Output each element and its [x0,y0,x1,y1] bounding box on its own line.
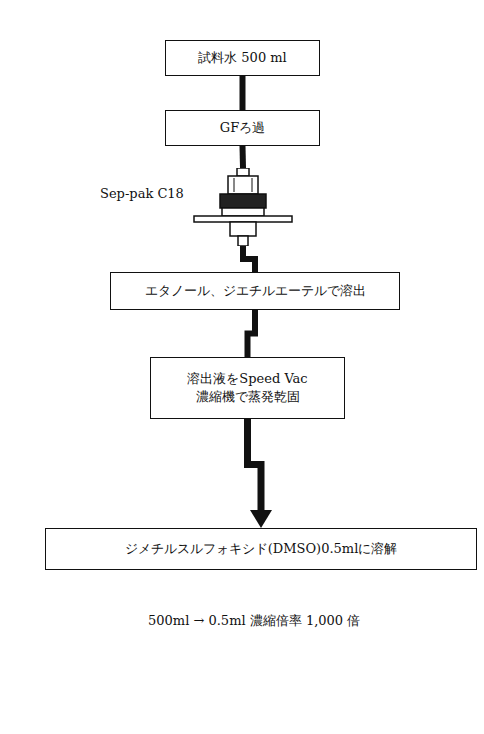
cartridge-label: Sep-pak C18 [100,186,184,201]
step-text: ジメチルスルフォキシド(DMSO)0.5mlに溶解 [125,540,398,558]
step-text: 溶出液をSpeed Vac 濃縮機で蒸発乾固 [183,370,313,405]
process-box: GFろ過 [165,110,320,146]
step-text: エタノール、ジエチルエーテルで溶出 [145,282,366,300]
process-box: エタノール、ジエチルエーテルで溶出 [110,272,400,310]
step-text: 試料水 500 ml [198,49,287,67]
flow-line [242,146,244,168]
process-box: ジメチルスルフォキシド(DMSO)0.5mlに溶解 [45,528,477,570]
flow-line [243,246,255,272]
process-box: 試料水 500 ml [165,40,320,76]
step-text: GFろ過 [220,119,265,137]
cartridge-anchor [188,168,298,246]
note-text: 500ml → 0.5ml 濃縮倍率 1,000 倍 [148,612,360,630]
flow-line [242,76,243,110]
cartridge-node: Sep-pak C18 [100,168,310,246]
flow-arrow [248,419,273,528]
sep-pak-cartridge [188,168,298,246]
process-box: 溶出液をSpeed Vac 濃縮機で蒸発乾固 [150,357,345,419]
flow-line [248,310,256,357]
